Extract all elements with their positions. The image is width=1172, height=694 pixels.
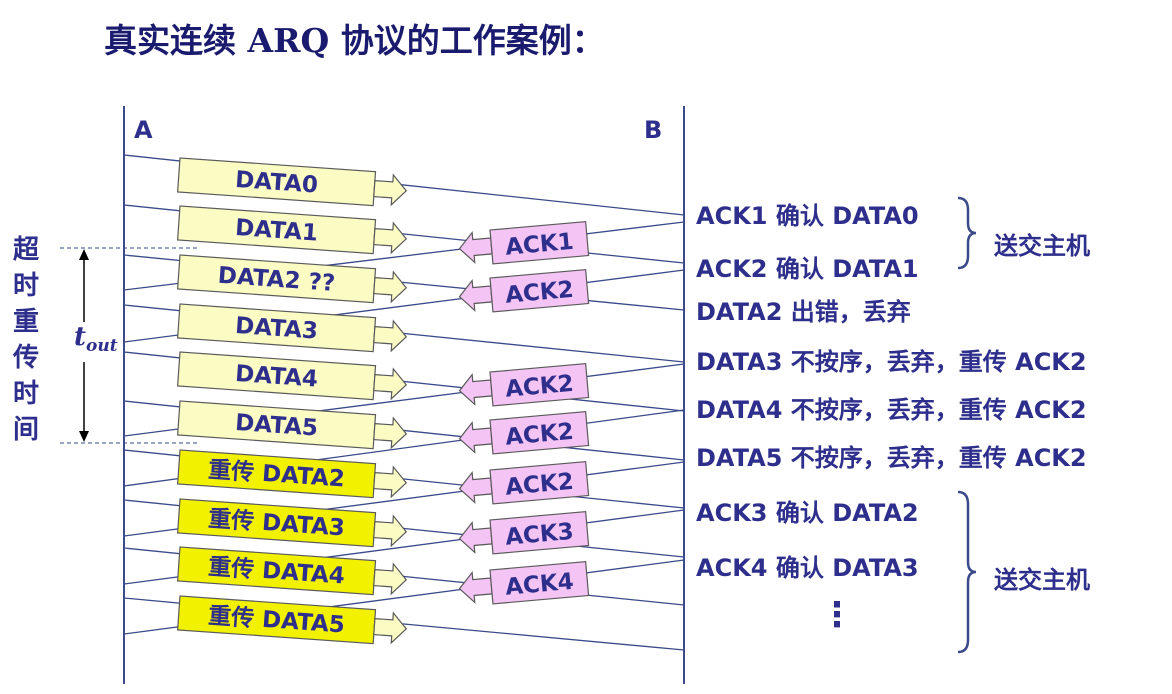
ack-frame-label-3: ACK2 bbox=[504, 419, 575, 451]
ack-frame-arrow-4 bbox=[458, 470, 493, 504]
data-frame-label-1: DATA1 bbox=[234, 215, 318, 247]
ack-frame-label-5: ACK3 bbox=[504, 519, 575, 551]
event-ack2: ACK2 确认 DATA1 bbox=[696, 255, 919, 283]
ack-frame-2: ACK2 bbox=[458, 362, 590, 407]
ack-frame-1: ACK2 bbox=[458, 268, 590, 313]
timeout-symbol-base: t bbox=[74, 322, 87, 352]
event-data3: DATA3 不按序，丢弃，重传 ACK2 bbox=[696, 348, 1087, 376]
timeout-label-vertical: 超时重传时间 bbox=[12, 235, 39, 445]
ack-frame-5: ACK3 bbox=[458, 510, 590, 555]
ack-frame-box-0 bbox=[489, 220, 590, 265]
data-frame-arrow-6 bbox=[373, 465, 408, 499]
timeout-arrow-head-down bbox=[79, 431, 89, 442]
data-frame-arrow-5 bbox=[373, 416, 408, 450]
ack-frame-3: ACK2 bbox=[458, 410, 590, 455]
event-ack3: ACK3 确认 DATA2 bbox=[696, 499, 919, 527]
ack-frame-box-5 bbox=[489, 510, 590, 555]
timeout-symbol: tout bbox=[74, 322, 118, 356]
timeout-symbol-sub: out bbox=[86, 336, 118, 356]
ack-frame-arrow-3 bbox=[458, 420, 493, 454]
data-frame-arrow-8 bbox=[373, 562, 408, 596]
event-ack1: ACK1 确认 DATA0 bbox=[696, 202, 919, 230]
ack-frame-label-2: ACK2 bbox=[504, 371, 575, 403]
data-frame-9: 重传 DATA5 bbox=[176, 595, 408, 645]
ack-frame-box-3 bbox=[489, 410, 590, 455]
brace-host-2 bbox=[957, 490, 977, 654]
ack-frame-arrow-1 bbox=[458, 278, 493, 312]
data-frame-arrow-9 bbox=[373, 611, 408, 645]
data-frame-arrow-2 bbox=[373, 270, 408, 304]
ack-frame-arrow-2 bbox=[458, 372, 493, 406]
data-frame-7: 重传 DATA3 bbox=[176, 498, 408, 548]
ack-frame-6: ACK4 bbox=[458, 560, 590, 605]
ack-frame-label-6: ACK4 bbox=[504, 569, 575, 601]
data-frame-arrow-7 bbox=[373, 514, 408, 548]
ack-frame-box-1 bbox=[489, 268, 590, 313]
timeout-arrow-head-up bbox=[79, 249, 89, 260]
data-frame-label-0: DATA0 bbox=[234, 167, 318, 199]
node-b-label: B bbox=[644, 116, 663, 144]
data-frame-arrow-4 bbox=[373, 367, 408, 401]
data-frame-3: DATA3 bbox=[176, 303, 408, 353]
event-data4: DATA4 不按序，丢弃，重传 ACK2 bbox=[696, 396, 1087, 424]
ack-frame-arrow-0 bbox=[458, 230, 493, 264]
event-data5: DATA5 不按序，丢弃，重传 ACK2 bbox=[696, 444, 1087, 472]
event-data2-error: DATA2 出错，丢弃 bbox=[696, 298, 911, 326]
data-frame-arrow-1 bbox=[373, 221, 408, 255]
ack-frame-box-6 bbox=[489, 560, 590, 605]
data-frame-label-3: DATA3 bbox=[234, 313, 318, 345]
ack-frame-box-2 bbox=[489, 362, 590, 407]
host-label-2: 送交主机 bbox=[994, 566, 1090, 594]
data-frame-2: DATA2 ?? bbox=[176, 254, 408, 304]
ack-frame-arrow-5 bbox=[458, 520, 493, 554]
event-ack4: ACK4 确认 DATA3 bbox=[696, 554, 919, 582]
data-frame-6: 重传 DATA2 bbox=[176, 449, 408, 499]
ack-frame-arrow-6 bbox=[458, 570, 493, 604]
data-frame-5: DATA5 bbox=[176, 400, 408, 450]
data-frame-label-5: DATA5 bbox=[234, 410, 318, 442]
ack-frame-label-0: ACK1 bbox=[504, 229, 575, 261]
brace-host-1 bbox=[957, 196, 977, 270]
ack-frame-4: ACK2 bbox=[458, 460, 590, 505]
host-label-1: 送交主机 bbox=[994, 232, 1090, 260]
ack-frame-label-1: ACK2 bbox=[504, 277, 575, 309]
ack-frame-label-4: ACK2 bbox=[504, 469, 575, 501]
ack-frame-0: ACK1 bbox=[458, 220, 590, 265]
data-frame-0: DATA0 bbox=[176, 157, 408, 207]
data-frame-label-4: DATA4 bbox=[234, 361, 318, 393]
continuation-dots: ⋮ bbox=[820, 595, 854, 635]
data-frame-arrow-0 bbox=[373, 173, 408, 207]
data-frame-arrow-3 bbox=[373, 319, 408, 353]
data-frame-4: DATA4 bbox=[176, 351, 408, 401]
data-frame-1: DATA1 bbox=[176, 205, 408, 255]
data-frame-8: 重传 DATA4 bbox=[176, 546, 408, 596]
node-a-label: A bbox=[134, 116, 153, 144]
ack-frame-box-4 bbox=[489, 460, 590, 505]
page-title: 真实连续 ARQ 协议的工作案例： bbox=[104, 21, 605, 60]
